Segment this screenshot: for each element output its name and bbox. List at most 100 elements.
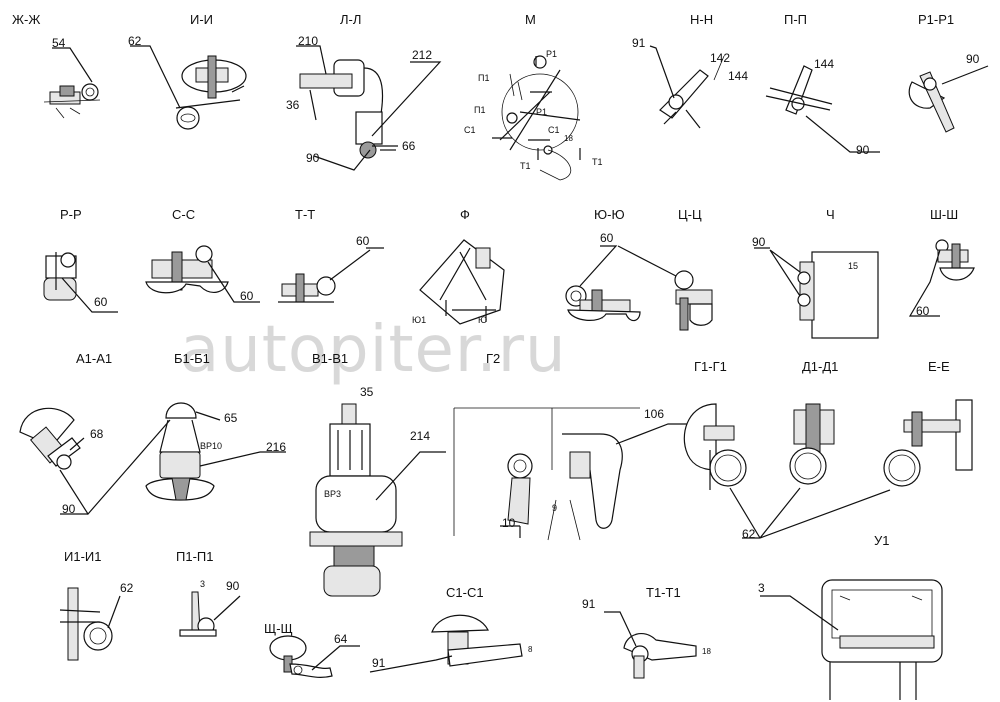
callout: 3	[200, 579, 206, 589]
callout: 60	[94, 295, 108, 309]
callout: 62	[742, 527, 756, 541]
callout: 65	[224, 411, 238, 425]
section-title-b1: Б1-Б1	[174, 351, 210, 366]
callout: 90	[752, 235, 766, 249]
view-d1-drawing	[729, 403, 891, 539]
callout: 91	[632, 36, 646, 50]
callout: 35	[360, 385, 374, 399]
view-s1-drawing	[369, 614, 523, 673]
callout: 62	[120, 581, 134, 595]
view-l-drawing	[296, 45, 442, 171]
section-title-e: Е-Е	[928, 359, 950, 374]
callout: 36	[286, 98, 300, 112]
view-sh-drawing	[908, 239, 975, 317]
callout: ВР10	[200, 441, 223, 451]
callout: 18	[702, 647, 711, 656]
section-title-u1: У1	[874, 533, 890, 548]
view-f-drawing	[419, 239, 505, 325]
section-title-g2: Г2	[486, 351, 501, 366]
callout: ВР3	[324, 489, 342, 499]
view-ch-drawing	[754, 247, 879, 339]
section-title-m: М	[525, 12, 536, 27]
view-p-drawing	[765, 65, 880, 153]
callout: 10	[502, 516, 516, 530]
callout: С1	[464, 125, 476, 135]
callout: Ю	[478, 315, 488, 325]
view-ts-drawing	[617, 245, 713, 331]
section-title-r1: Р1-Р1	[918, 12, 955, 27]
callout: 91	[582, 597, 596, 611]
section-title-f: Ф	[460, 207, 470, 222]
view-i1-drawing	[59, 587, 121, 661]
section-title-l: Л-Л	[340, 12, 362, 27]
section-title-s: С-С	[172, 207, 196, 222]
callout: Р1	[546, 49, 558, 59]
callout: П1	[478, 73, 490, 83]
callout: 60	[916, 304, 930, 318]
callout: Т1	[520, 161, 531, 171]
callout: Р1	[536, 107, 548, 117]
callout: Т1	[592, 157, 603, 167]
callout: 66	[402, 139, 416, 153]
section-title-p: П-П	[784, 12, 808, 27]
callout: 90	[966, 52, 980, 66]
callout: 214	[410, 429, 431, 443]
callout: 144	[728, 69, 749, 83]
section-title-ts: Ц-Ц	[678, 207, 702, 222]
section-title-shch: Щ-Щ	[264, 621, 293, 636]
section-title-n: Н-Н	[690, 12, 714, 27]
section-title-yu: Ю-Ю	[594, 207, 625, 222]
callout: 60	[600, 231, 614, 245]
section-title-ch: Ч	[826, 207, 835, 222]
view-r-drawing	[43, 252, 118, 313]
callout: 91	[372, 656, 386, 670]
section-title-i1: И1-И1	[64, 549, 102, 564]
callout: 68	[90, 427, 104, 441]
section-title-r: Р-Р	[60, 207, 82, 222]
callout: 64	[334, 632, 348, 646]
watermark: autopiter.ru	[180, 313, 567, 387]
view-t1-drawing	[604, 611, 697, 679]
view-a1-drawing	[19, 407, 171, 515]
section-title-p1: П1-П1	[176, 549, 214, 564]
callout: 106	[644, 407, 665, 421]
view-e-drawing	[883, 399, 973, 487]
callout: 60	[356, 234, 370, 248]
view-yu-drawing	[565, 245, 641, 322]
view-n-drawing	[649, 45, 725, 129]
section-title-s1: С1-С1	[446, 585, 484, 600]
callout: 144	[814, 57, 835, 71]
view-shch-drawing	[269, 635, 360, 678]
section-title-d1: Д1-Д1	[802, 359, 839, 374]
view-m-drawing	[492, 55, 581, 181]
callout: 3	[758, 581, 765, 595]
section-title-i: И-И	[190, 12, 214, 27]
callout: Ю1	[412, 315, 427, 325]
callout: 90	[226, 579, 240, 593]
section-title-a1: А1-А1	[76, 351, 113, 366]
section-title-zh: Ж-Ж	[12, 12, 41, 27]
callout: 142	[710, 51, 731, 65]
section-title-t: Т-Т	[295, 207, 316, 222]
callout: 9	[552, 503, 558, 513]
view-i-drawing	[130, 45, 247, 130]
callout: 18	[564, 134, 573, 143]
callout: 216	[266, 440, 287, 454]
callout: 90	[306, 151, 320, 165]
section-title-sh: Ш-Ш	[930, 207, 959, 222]
view-zh-drawing	[43, 47, 101, 119]
callout: 60	[240, 289, 254, 303]
callout: С1	[548, 125, 560, 135]
section-title-t1: Т1-Т1	[646, 585, 681, 600]
view-b1-drawing	[145, 402, 286, 501]
callout: 212	[412, 48, 433, 62]
callout: 8	[528, 645, 533, 654]
callout: 62	[128, 34, 142, 48]
callout: 90	[856, 143, 870, 157]
view-r1-drawing	[908, 65, 989, 133]
view-g1-drawing	[683, 403, 747, 490]
callout: 54	[52, 36, 66, 50]
view-p1-drawing	[179, 591, 241, 637]
callout: 15	[848, 261, 859, 271]
